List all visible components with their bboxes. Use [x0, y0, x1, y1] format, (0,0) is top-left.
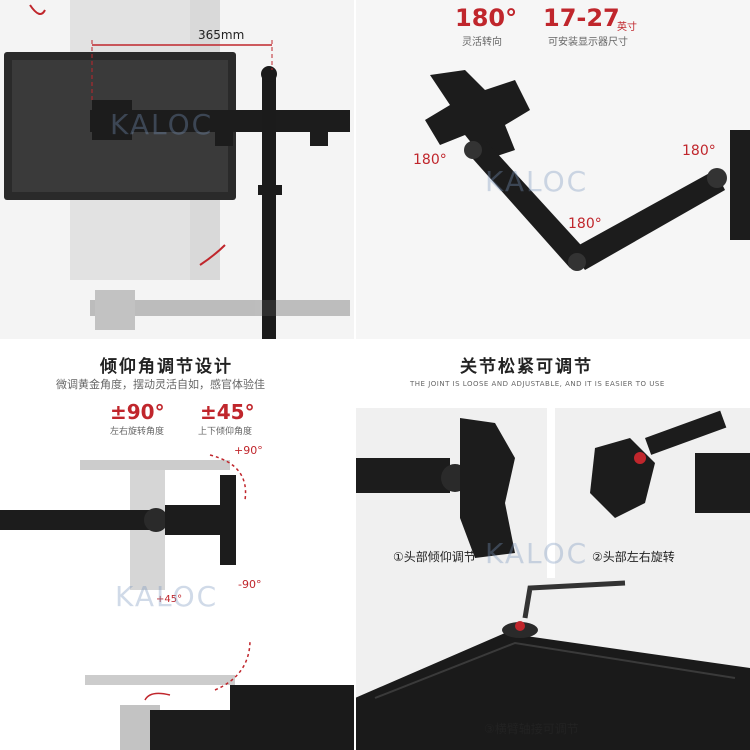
angle-plus90: +90° [234, 444, 263, 457]
stat-rotation-label: 左右旋转角度 [110, 427, 165, 437]
tilt-subtitle: 微调黄金角度，摆动灵活自如，感官体验佳 [56, 378, 265, 391]
horizontal-divider [0, 339, 750, 341]
tilt-title: 倾仰角调节设计 [100, 357, 233, 377]
caption-head-tilt: ①头部倾仰调节 [393, 550, 476, 564]
joint-title: 关节松紧可调节 [460, 357, 593, 377]
detail-photo-tilt [355, 408, 547, 578]
rotation-value: 180° [455, 4, 518, 32]
watermark: KALOC [485, 165, 589, 198]
arm-angle-label-left: 180° [413, 152, 447, 168]
watermark: KALOC [110, 108, 214, 141]
size-range-value: 17-27 [543, 4, 620, 32]
vertical-divider [354, 0, 356, 750]
size-unit: 英寸 [617, 22, 637, 33]
caption-arm-joint: ③横臂轴接可调节 [484, 722, 579, 736]
stat-tilt-label: 上下倾仰角度 [198, 427, 253, 437]
top-right-photo: 180° 灵活转向 17-27 英寸 可安装显示器尺寸 180° 180° 18… [355, 0, 750, 340]
size-caption: 可安装显示器尺寸 [548, 37, 628, 48]
angle-minus90: -90° [238, 578, 262, 591]
detail-photo-rotate [555, 408, 750, 578]
angle-plus45: +45° [156, 594, 183, 605]
arm-angle-label-right: 180° [682, 143, 716, 159]
stat-tilt-value: ±45° [200, 400, 255, 424]
detail-photo-arm-joint [355, 578, 750, 750]
rotation-caption: 灵活转向 [462, 37, 502, 48]
tilt-demo-photo [0, 454, 355, 750]
articulating-arm-photo [425, 70, 750, 271]
top-left-photo: 365mm KALOC [0, 0, 355, 340]
joint-subtitle: THE JOINT IS LOOSE AND ADJUSTABLE, AND I… [410, 380, 665, 388]
arm-angle-label-mid: 180° [568, 216, 602, 232]
stat-rotation-value: ±90° [110, 400, 165, 424]
watermark: KALOC [115, 580, 219, 613]
monitor-arm-photo [4, 0, 350, 340]
caption-head-rotate: ②头部左右旋转 [592, 550, 675, 564]
tilt-section: 倾仰角调节设计 微调黄金角度，摆动灵活自如，感官体验佳 ±90° 左右旋转角度 … [0, 340, 355, 750]
dimension-label: 365mm [198, 28, 245, 42]
joint-section: 关节松紧可调节 THE JOINT IS LOOSE AND ADJUSTABL… [355, 340, 750, 750]
watermark: KALOC [485, 537, 589, 570]
